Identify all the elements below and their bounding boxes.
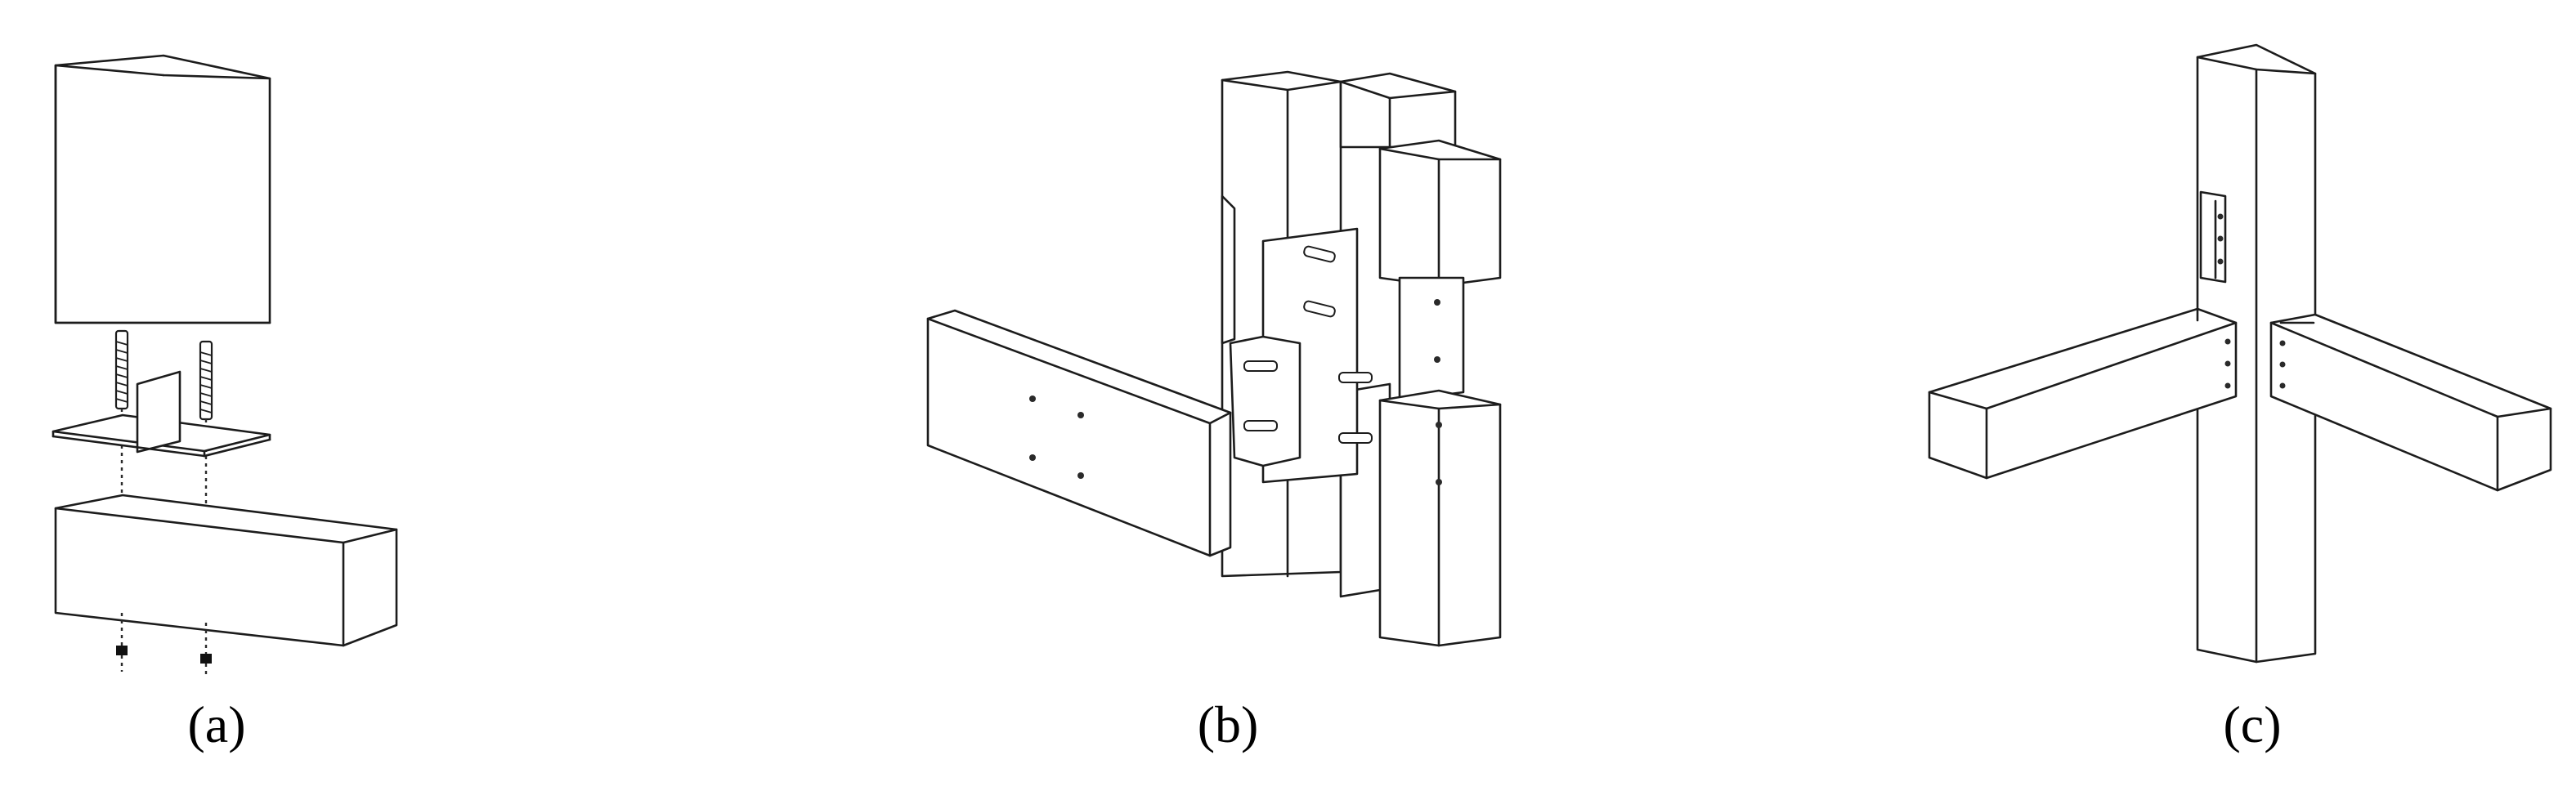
caption-c: (c)	[2223, 695, 2281, 753]
upper-timber-block	[54, 54, 271, 324]
hidden-steel-bracket	[2199, 190, 2227, 284]
steel-knife-plate	[1229, 335, 1301, 467]
nut-right	[200, 654, 212, 664]
panel-c-column-beam-assembly: (c)	[1928, 43, 2552, 753]
side-timber-beam	[926, 309, 1232, 557]
screw-left	[114, 329, 129, 523]
steel-dowels	[1243, 245, 1373, 444]
steel-angle-plate	[52, 370, 271, 458]
lower-timber-beam	[54, 494, 398, 654]
caption-b: (b)	[1198, 695, 1259, 753]
right-column-upper	[1378, 139, 1502, 288]
right-column-mid	[1398, 276, 1465, 402]
panel-b-slotted-column-joint: (b)	[926, 70, 1502, 753]
right-timber-beam	[2269, 313, 2552, 492]
vertical-column	[2196, 43, 2317, 664]
panel-a-exploded-joint: (a)	[52, 54, 398, 753]
right-column-lower	[1378, 389, 1502, 647]
left-timber-beam	[1928, 307, 2238, 480]
caption-a: (a)	[187, 695, 245, 753]
nut-left	[116, 646, 128, 655]
